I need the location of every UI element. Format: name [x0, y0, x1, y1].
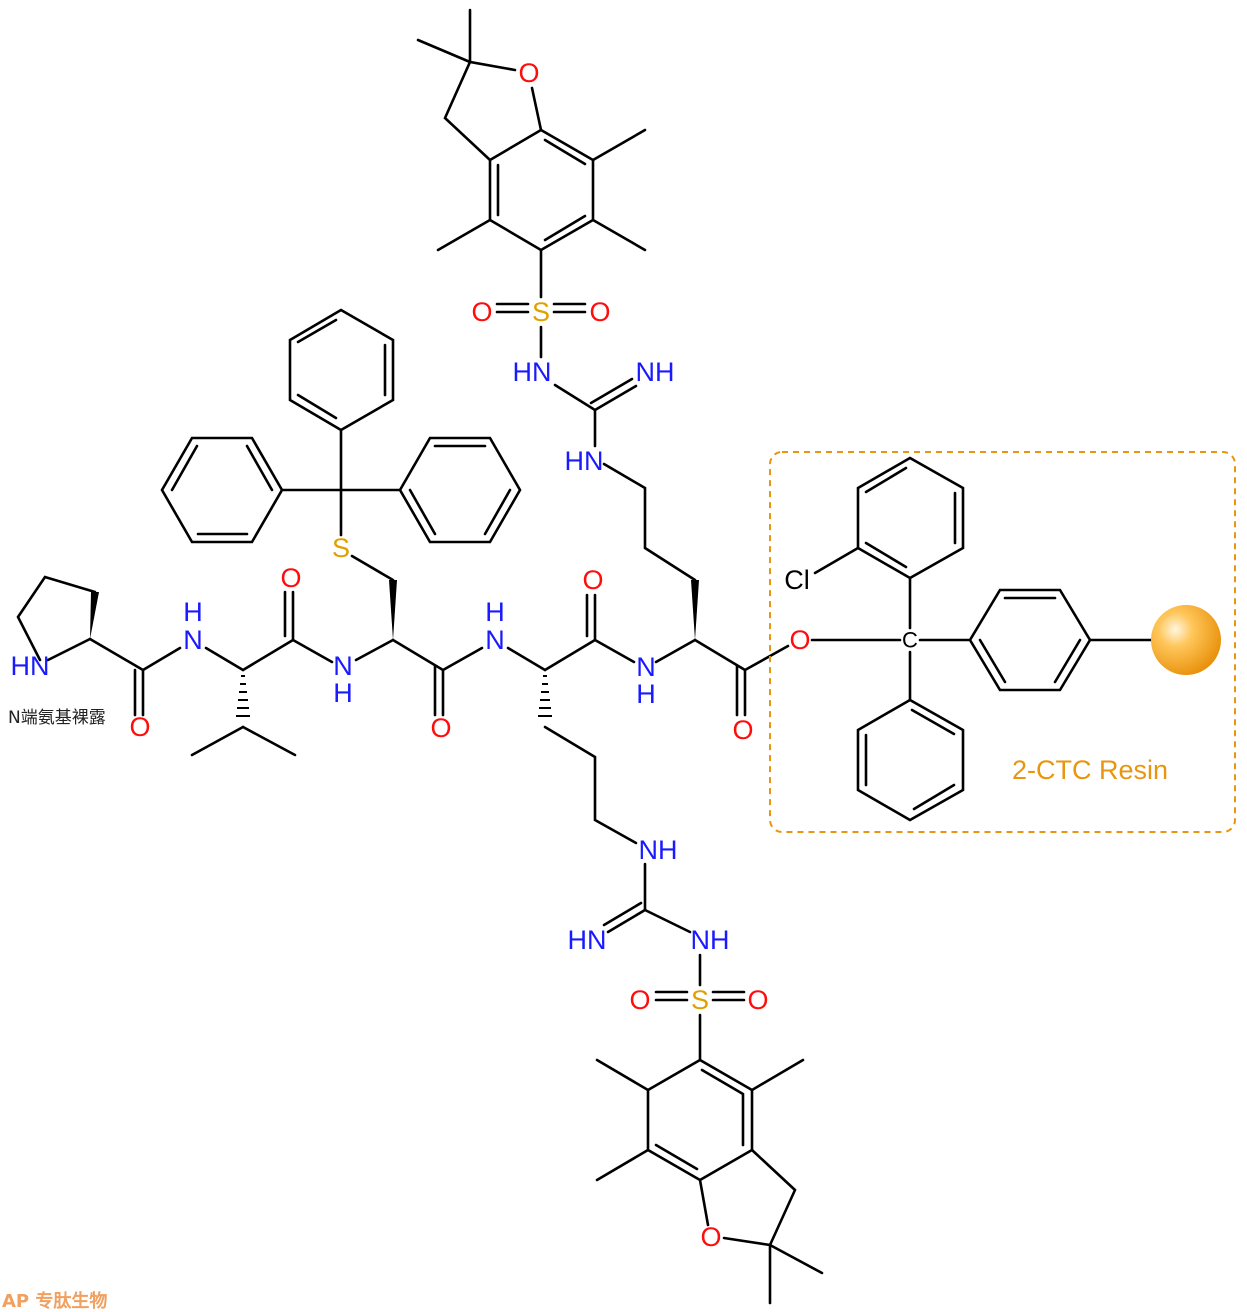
atom-bot-nh2: NH: [691, 925, 730, 955]
atom-labels: HN O H N O N H S O H N O N H O O HN NH H…: [11, 58, 919, 1252]
atom-top-hn1: HN: [513, 357, 552, 387]
atom-arg2-h: H: [636, 679, 656, 709]
atom-arg1-o: O: [582, 565, 603, 595]
atom-top-nh: NH: [636, 357, 675, 387]
atom-top-s: S: [532, 297, 550, 327]
atom-bot-so1: O: [629, 985, 650, 1015]
atom-val-o: O: [280, 563, 301, 593]
atom-ester-o-double: O: [732, 715, 753, 745]
atom-pro-nh: HN: [11, 651, 50, 681]
atom-trityl-c: C: [902, 628, 918, 653]
n-terminal-note: N端氨基裸露: [8, 708, 106, 728]
atom-bot-nh1: NH: [639, 835, 678, 865]
atom-top-so2: O: [589, 297, 610, 327]
atom-cl: Cl: [784, 565, 810, 595]
watermark-logo: AP 专肽生物: [2, 1290, 107, 1312]
resin-label: 2-CTC Resin: [1012, 755, 1168, 785]
atom-bot-ring-o: O: [700, 1222, 721, 1252]
atom-arg1-n: N: [485, 625, 505, 655]
atom-top-hn2: HN: [565, 446, 604, 476]
atom-bot-so2: O: [747, 985, 768, 1015]
resin-bead: [1151, 605, 1221, 675]
atom-cys-o: O: [430, 713, 451, 743]
atom-top-ring-o: O: [518, 58, 539, 88]
resin-highlight-box: [769, 451, 1236, 833]
bonds: [16, 8, 1154, 1305]
atom-cys-n: N: [333, 651, 353, 681]
atom-val-n: N: [183, 625, 203, 655]
atom-ester-o: O: [789, 625, 810, 655]
atom-top-so1: O: [471, 297, 492, 327]
atom-arg1-h: H: [485, 597, 505, 627]
atom-cys-s: S: [332, 533, 350, 563]
atom-cys-h: H: [333, 678, 353, 708]
atom-pro-o: O: [129, 712, 150, 742]
atom-arg2-n: N: [636, 652, 656, 682]
atom-bot-hn: HN: [568, 925, 607, 955]
atom-val-h: H: [183, 597, 203, 627]
atom-bot-s: S: [691, 985, 709, 1015]
